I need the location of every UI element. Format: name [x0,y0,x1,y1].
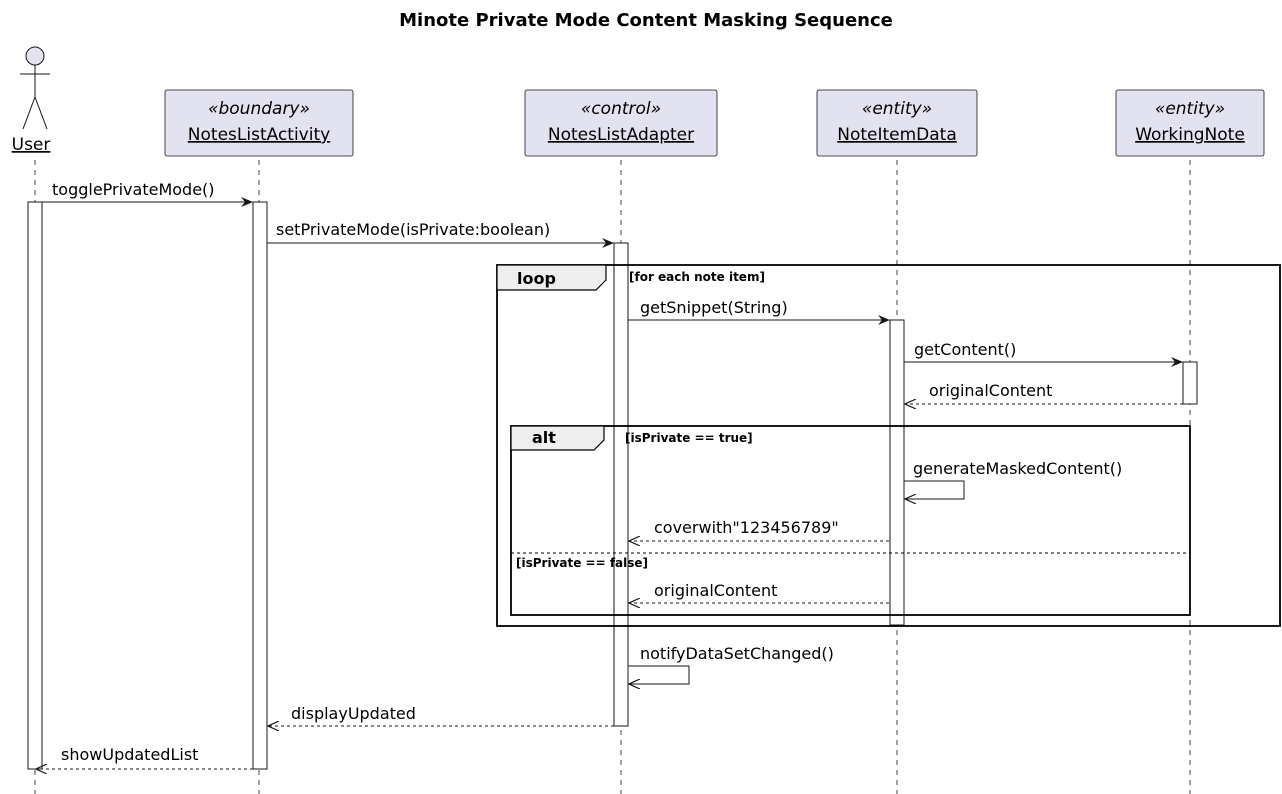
loop-fragment-guard: [for each note item] [629,270,765,284]
activation-working-note [1182,361,1198,405]
message-display-updated-return: displayUpdated [268,704,614,726]
participant-name: NoteItemData [837,125,957,145]
activation-note-item-data [889,319,905,626]
alt-fragment-label: alt [532,428,556,447]
message-label: notifyDataSetChanged() [640,644,834,663]
actor-icon [20,46,50,130]
message-notify-data-set-changed: notifyDataSetChanged() [628,644,834,684]
alt-fragment: alt [isPrivate == true] [isPrivate == fa… [510,425,1191,616]
message-label: togglePrivateMode() [52,180,215,199]
loop-fragment-tab [496,264,607,291]
actor-user-label: User [12,135,51,155]
participant-stereotype: «entity» [1155,99,1225,119]
message-label: coverwith"123456789" [654,518,839,537]
loop-fragment-label: loop [517,269,556,288]
participant-stereotype: «control» [581,99,661,119]
activation-user [27,201,43,770]
loop-fragment: loop [for each note item] [496,264,1281,627]
activation-notes-list-activity [252,201,268,770]
participant-working-note: «entity» WorkingNote [1115,89,1265,157]
message-label: showUpdatedList [61,745,198,764]
message-arrow [904,480,965,499]
actor-user: User [12,46,51,155]
message-original-content-else-return: originalContent [629,581,889,603]
participant-notes-list-activity: «boundary» NotesListActivity [164,89,354,157]
message-get-snippet: getSnippet(String) [628,298,890,325]
message-arrow [628,665,690,684]
message-set-private-mode: setPrivateMode(isPrivate:boolean) [267,220,614,248]
participant-stereotype: «boundary» [208,99,310,119]
participant-name: NotesListActivity [188,125,330,145]
alt-fragment-guard: [isPrivate == true] [625,431,753,445]
alt-fragment-tab [510,425,605,451]
activation-notes-list-adapter [613,242,629,727]
participant-note-item-data: «entity» NoteItemData [816,89,978,157]
participant-name: NotesListAdapter [548,125,694,145]
alt-fragment-else-guard: [isPrivate == false] [516,556,648,570]
message-label: originalContent [929,381,1052,400]
message-cover-with-return: coverwith"123456789" [629,518,889,541]
message-label: getSnippet(String) [640,298,788,317]
diagram-title: Minote Private Mode Content Masking Sequ… [399,10,893,31]
participant-notes-list-adapter: «control» NotesListAdapter [524,89,718,157]
participant-stereotype: «entity» [862,99,932,119]
message-label: generateMaskedContent() [913,459,1122,478]
message-toggle-private-mode: togglePrivateMode() [42,180,253,207]
message-get-content: getContent() [904,340,1183,367]
message-label: displayUpdated [291,704,416,723]
participant-name: WorkingNote [1135,125,1245,145]
message-original-content-return: originalContent [905,381,1183,404]
message-generate-masked-content: generateMaskedContent() [904,459,1122,499]
message-label: originalContent [654,581,777,600]
message-label: setPrivateMode(isPrivate:boolean) [276,220,550,239]
message-label: getContent() [914,340,1016,359]
message-show-updated-list-return: showUpdatedList [36,745,253,769]
